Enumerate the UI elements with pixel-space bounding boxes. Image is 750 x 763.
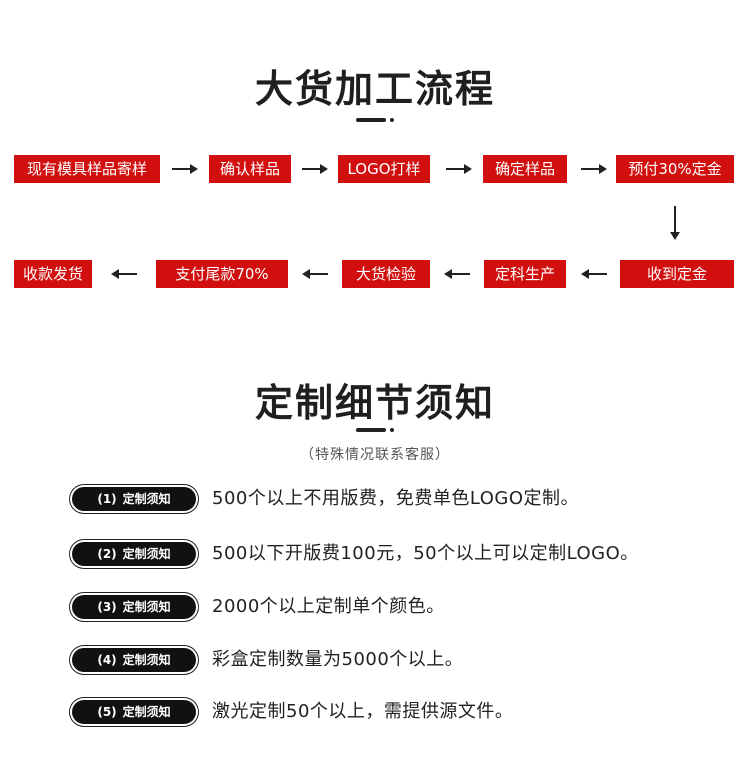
note-badge: (3) 定制须知 <box>72 595 196 619</box>
notes-subtitle: （特殊情况联系客服） <box>300 447 450 463</box>
arrow-right-icon <box>302 164 328 174</box>
note-badge-label: 定制须知 <box>122 547 171 561</box>
step-finalize-sample: 确定样品 <box>483 155 567 183</box>
process-title: 大货加工流程 <box>254 67 495 111</box>
note-badge-label: 定制须知 <box>122 492 171 506</box>
step-pay-balance: 支付尾款70% <box>156 260 288 288</box>
note-badge-label: 定制须知 <box>122 600 171 614</box>
step-inspection: 大货检验 <box>342 260 430 288</box>
note-text: 500个以上不用版费，免费单色LOGO定制。 <box>212 488 580 509</box>
note-badge-number: (4) <box>97 653 117 667</box>
step-ship: 收款发货 <box>14 260 92 288</box>
note-badge: (5) 定制须知 <box>72 700 196 724</box>
step-prepay-deposit: 预付30%定金 <box>616 155 734 183</box>
arrow-right-icon <box>446 164 472 174</box>
arrow-right-icon <box>172 164 198 174</box>
arrow-left-icon <box>581 269 607 279</box>
step-confirm-sample: 确认样品 <box>209 155 291 183</box>
arrow-left-icon <box>111 269 137 279</box>
note-badge: (4) 定制须知 <box>72 648 196 672</box>
note-badge: (1) 定制须知 <box>72 487 196 511</box>
arrow-left-icon <box>444 269 470 279</box>
note-text: 彩盒定制数量为5000个以上。 <box>212 649 464 670</box>
arrow-left-icon <box>302 269 328 279</box>
title-underline <box>356 118 396 122</box>
note-badge-number: (1) <box>97 492 117 506</box>
note-badge-number: (2) <box>97 547 117 561</box>
note-badge-number: (5) <box>97 705 117 719</box>
step-deposit-received: 收到定金 <box>620 260 734 288</box>
step-send-sample: 现有模具样品寄样 <box>14 155 160 183</box>
note-badge: (2) 定制须知 <box>72 542 196 566</box>
notes-title-underline <box>356 428 396 432</box>
step-logo-proof: LOGO打样 <box>338 155 430 183</box>
note-badge-label: 定制须知 <box>122 705 171 719</box>
note-badge-label: 定制须知 <box>122 653 171 667</box>
notes-title: 定制细节须知 <box>254 381 495 425</box>
note-text: 500以下开版费100元，50个以上可以定制LOGO。 <box>212 543 639 564</box>
note-text: 激光定制50个以上，需提供源文件。 <box>212 701 514 722</box>
arrow-down-icon <box>670 206 680 240</box>
step-production: 定科生产 <box>484 260 566 288</box>
note-badge-number: (3) <box>97 600 117 614</box>
arrow-right-icon <box>581 164 607 174</box>
note-text: 2000个以上定制单个颜色。 <box>212 596 445 617</box>
